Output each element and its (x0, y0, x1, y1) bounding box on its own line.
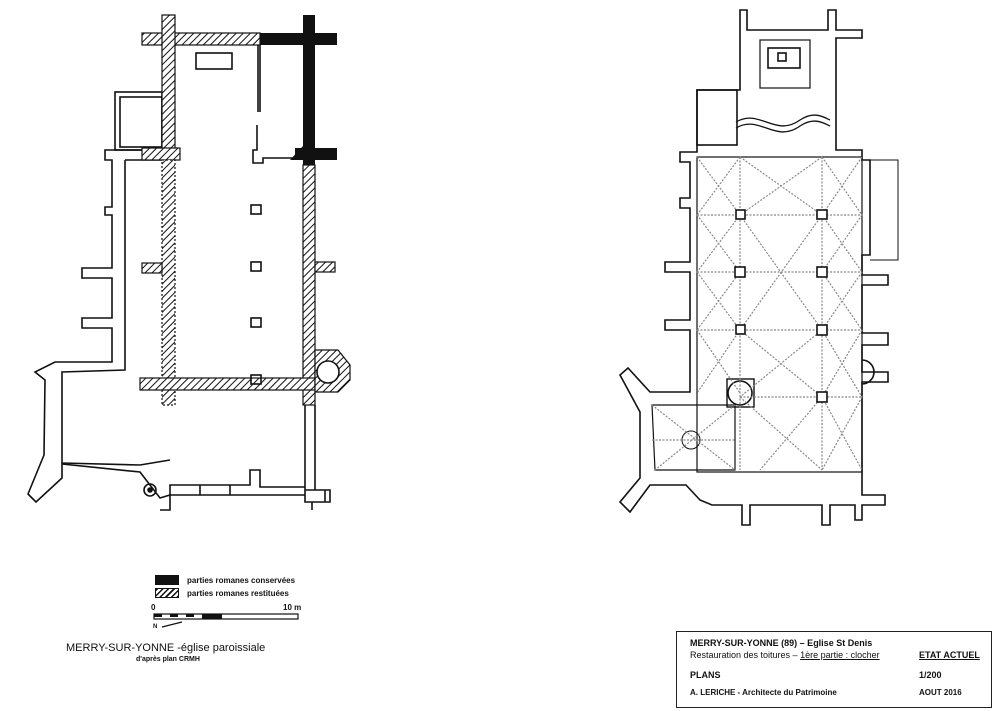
south-nave-wall-hatched (302, 164, 316, 406)
drawing-status: ETAT ACTUEL (919, 650, 980, 660)
drawing-section: PLANS (690, 670, 721, 680)
north-wall-preserved (260, 33, 337, 45)
west-wall-hatched (161, 14, 176, 161)
legend-swatch-solid (155, 575, 179, 585)
nave (696, 156, 863, 473)
left-plan-title: MERRY-SUR-YONNE -église paroissiale (66, 642, 266, 654)
tower-wall-preserved (303, 15, 315, 165)
scale-end-label: 10 m (283, 603, 302, 612)
transverse-wall-hatched (139, 377, 316, 391)
sacristy (114, 91, 163, 151)
left-plan-subtitle: d'après plan CRMH (136, 656, 200, 663)
legend-item-restituted: parties romanes restituées (155, 588, 289, 598)
subtitle-phase: 1ère partie : clocher (800, 650, 880, 660)
nave-wall-restituted (161, 159, 176, 406)
south-aisle-outline (169, 390, 331, 510)
altar (195, 52, 233, 70)
scale-bar (153, 613, 299, 628)
architect: A. LERICHE - Architecte du Patrimoine (690, 688, 837, 697)
legend-swatch-hatched (155, 588, 179, 598)
legend-label: parties romanes conservées (187, 575, 296, 585)
right-plan-current-state (618, 9, 899, 526)
north-arrow-label: N (153, 624, 158, 630)
north-wall-hatched (141, 32, 261, 46)
subtitle-prefix: Restauration des toitures – (690, 650, 801, 660)
title-block: MERRY-SUR-YONNE (89) – Eglise St Denis R… (676, 631, 992, 708)
drawing-scale: 1/200 (919, 670, 942, 680)
outer-outline (618, 9, 889, 526)
project-title: MERRY-SUR-YONNE (89) – Eglise St Denis (690, 638, 873, 648)
scale-start-label: 0 (151, 603, 156, 612)
legend-label: parties romanes restituées (187, 588, 289, 598)
legend-item-preserved: parties romanes conservées (155, 575, 295, 585)
left-plan-romanesque (27, 14, 351, 511)
north-aisle-outline (27, 149, 171, 511)
tower-base (759, 39, 811, 89)
project-subtitle: Restauration des toitures – 1ère partie … (690, 650, 880, 660)
drawing-date: AOUT 2016 (919, 688, 962, 697)
